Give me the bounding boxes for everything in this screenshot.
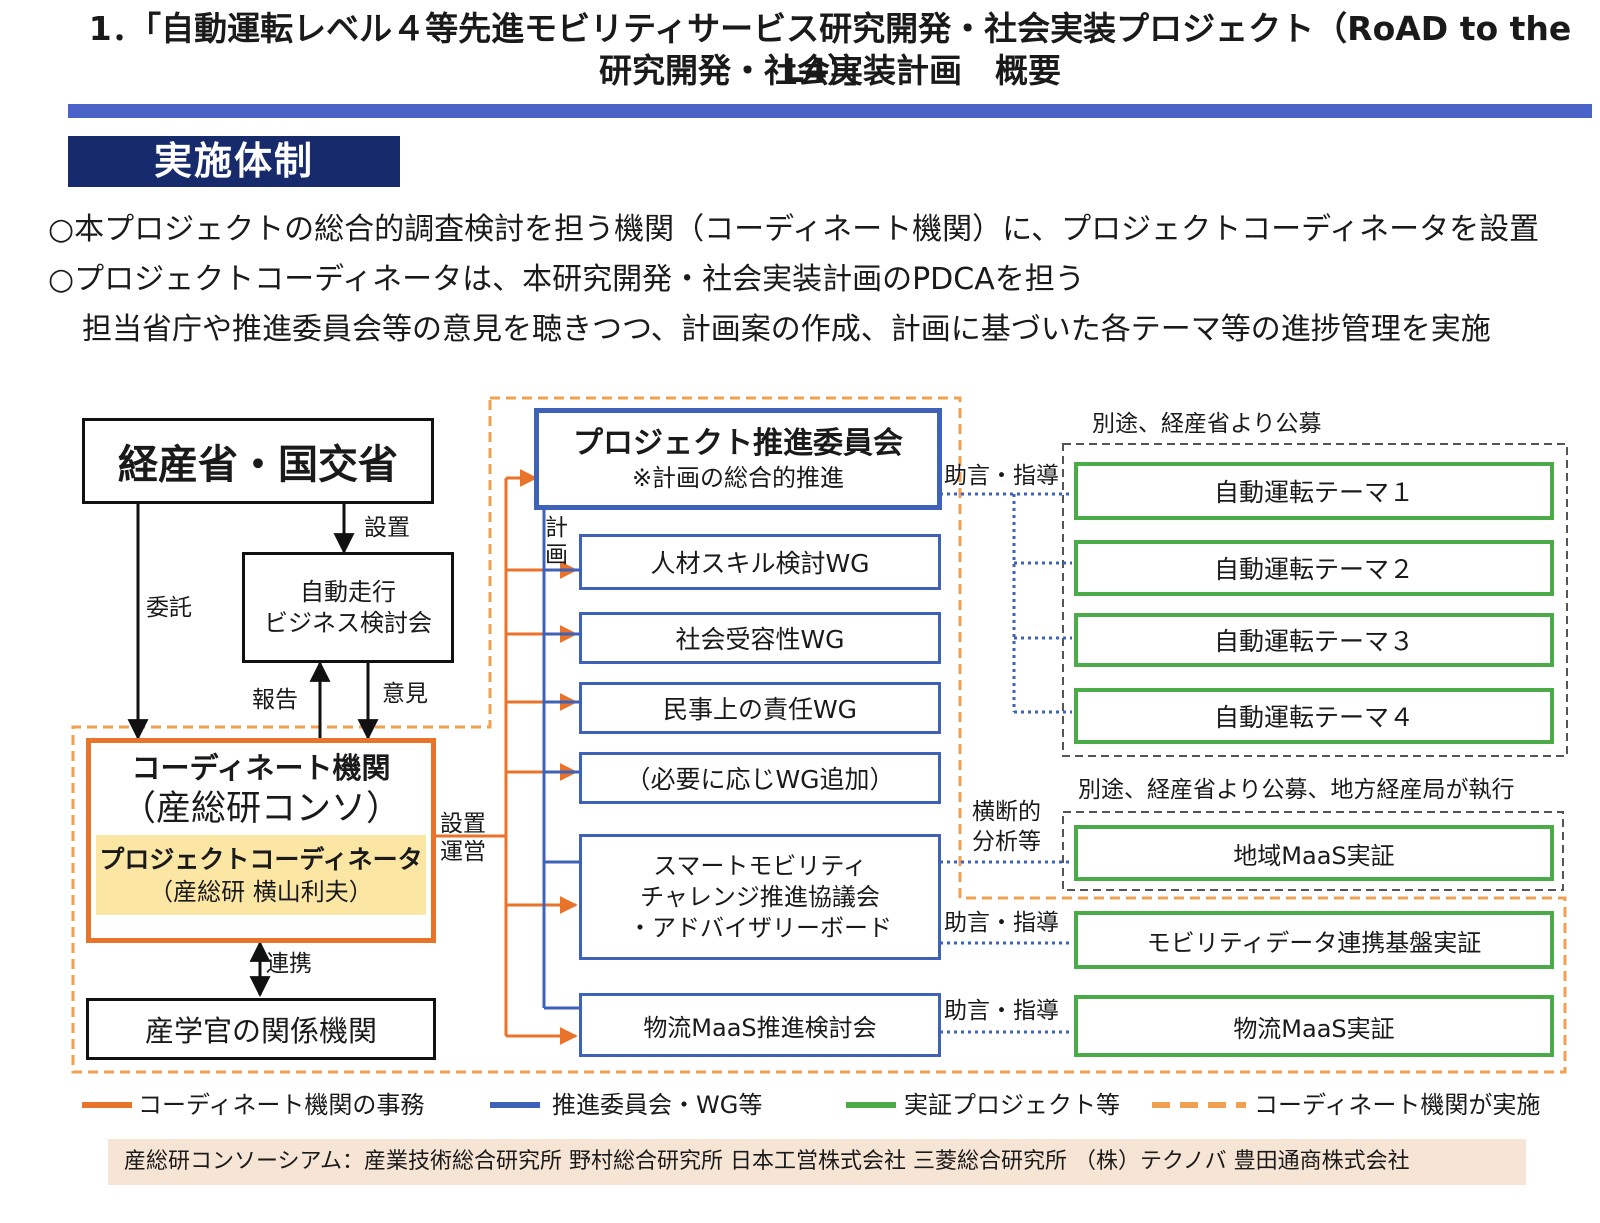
label-jogen-2: 助言・指導: [944, 910, 1059, 936]
theme-box-1: 自動運転テーマ１: [1074, 462, 1554, 520]
theme-box-4: 自動運転テーマ４: [1074, 688, 1554, 744]
bullet-3: 担当省庁や推進委員会等の意見を聴きつつ、計画案の作成、計画に基づいた各テーマ等の…: [82, 312, 1491, 347]
logistics-council-box: 物流MaaS推進検討会: [579, 993, 941, 1057]
legend-coordinator-office: コーディネート機関の事務: [138, 1091, 425, 1119]
regional-maas-box: 地域MaaS実証: [1074, 825, 1554, 881]
coordinator-org-title: コーディネート機関: [131, 751, 391, 785]
wg-box-civil: 民事上の責任WG: [579, 682, 941, 734]
regional-group: [1062, 811, 1564, 891]
coordinator-org-box: コーディネート機関 （産総研コンソ） プロジェクトコーディネータ （産総研 横山…: [86, 738, 436, 943]
project-coordinator-box: プロジェクトコーディネータ （産総研 横山利夫）: [96, 835, 426, 915]
committee-box: プロジェクト推進委員会 ※計画の総合的推進: [534, 408, 942, 510]
label-unei: 運営: [440, 839, 486, 865]
consortium-footer: 産総研コンソーシアム：産業技術総合研究所 野村総合研究所 日本工営株式会社 三菱…: [108, 1139, 1526, 1185]
coordinator-scope-region: [71, 396, 1567, 1074]
project-coordinator-title: プロジェクトコーディネータ: [99, 845, 423, 874]
label-jogen-1: 助言・指導: [944, 463, 1059, 489]
label-setchi: 設置: [364, 515, 410, 541]
ministry-box: 経産省・国交省: [82, 418, 434, 504]
mobility-data-box: モビリティデータ連携基盤実証: [1074, 911, 1554, 969]
theme-box-3: 自動運転テーマ３: [1074, 613, 1554, 667]
label-itaku: 委託: [146, 595, 192, 621]
bullet-2: ○プロジェクトコーディネータは、本研究開発・社会実装計画のPDCAを担う: [48, 262, 1085, 297]
business-council-box: 自動走行 ビジネス検討会: [242, 552, 454, 663]
smart-mobility-box: スマートモビリティ チャレンジ推進協議会 ・アドバイザリーボード: [579, 834, 941, 960]
project-coordinator-name: （産総研 横山利夫）: [149, 878, 373, 906]
logistics-maas-box: 物流MaaS実証: [1074, 995, 1554, 1057]
academia-box: 産学官の関係機関: [86, 998, 436, 1060]
title-rule: [68, 104, 1592, 118]
label-kaku: 画: [545, 542, 568, 568]
wg-box-social: 社会受容性WG: [579, 612, 941, 664]
label-betto-2: 別途、経産省より公募、地方経産局が執行: [1078, 777, 1515, 803]
label-renkei: 連携: [266, 951, 312, 977]
label-oudan-1: 横断的: [972, 799, 1041, 825]
label-kei: 計: [545, 515, 568, 541]
wg-box-jinzai: 人材スキル検討WG: [579, 534, 941, 590]
business-council-line1: 自動走行: [300, 577, 396, 606]
label-jogen-3: 助言・指導: [944, 998, 1059, 1024]
wg-box-additional: （必要に応じWG追加）: [579, 752, 941, 804]
committee-note: ※計画の総合的推進: [631, 464, 845, 492]
page-subtitle: 研究開発・社会実装計画 概要: [599, 51, 1061, 90]
themes-group: [1062, 443, 1568, 757]
bullet-1: ○本プロジェクトの総合的調査検討を担う機関（コーディネート機関）に、プロジェクト…: [48, 212, 1540, 247]
label-houkoku: 報告: [252, 687, 298, 713]
legend-coordinator-run: コーディネート機関が実施: [1254, 1091, 1541, 1119]
label-betto-1: 別途、経産省より公募: [1092, 411, 1322, 437]
smart-mobility-line2: チャレンジ推進協議会: [640, 882, 880, 911]
label-iken: 意見: [382, 681, 428, 707]
legend-committee-wg: 推進委員会・WG等: [552, 1091, 763, 1119]
theme-box-2: 自動運転テーマ２: [1074, 540, 1554, 596]
page-title: 1．「自動運転レベル４等先進モビリティサービス研究開発・社会実装プロジェクト（R…: [88, 9, 1572, 90]
coordinator-org-subtitle: （産総研コンソ）: [120, 789, 401, 829]
business-council-line2: ビジネス検討会: [264, 608, 432, 637]
label-setchi-1: 設置: [440, 811, 486, 837]
legend-demo-projects: 実証プロジェクト等: [904, 1091, 1120, 1119]
smart-mobility-line3: ・アドバイザリーボード: [628, 913, 892, 942]
smart-mobility-line1: スマートモビリティ: [653, 851, 867, 880]
section-tag: 実施体制: [68, 136, 400, 187]
label-oudan-2: 分析等: [972, 829, 1041, 855]
committee-title: プロジェクト推進委員会: [573, 426, 903, 461]
